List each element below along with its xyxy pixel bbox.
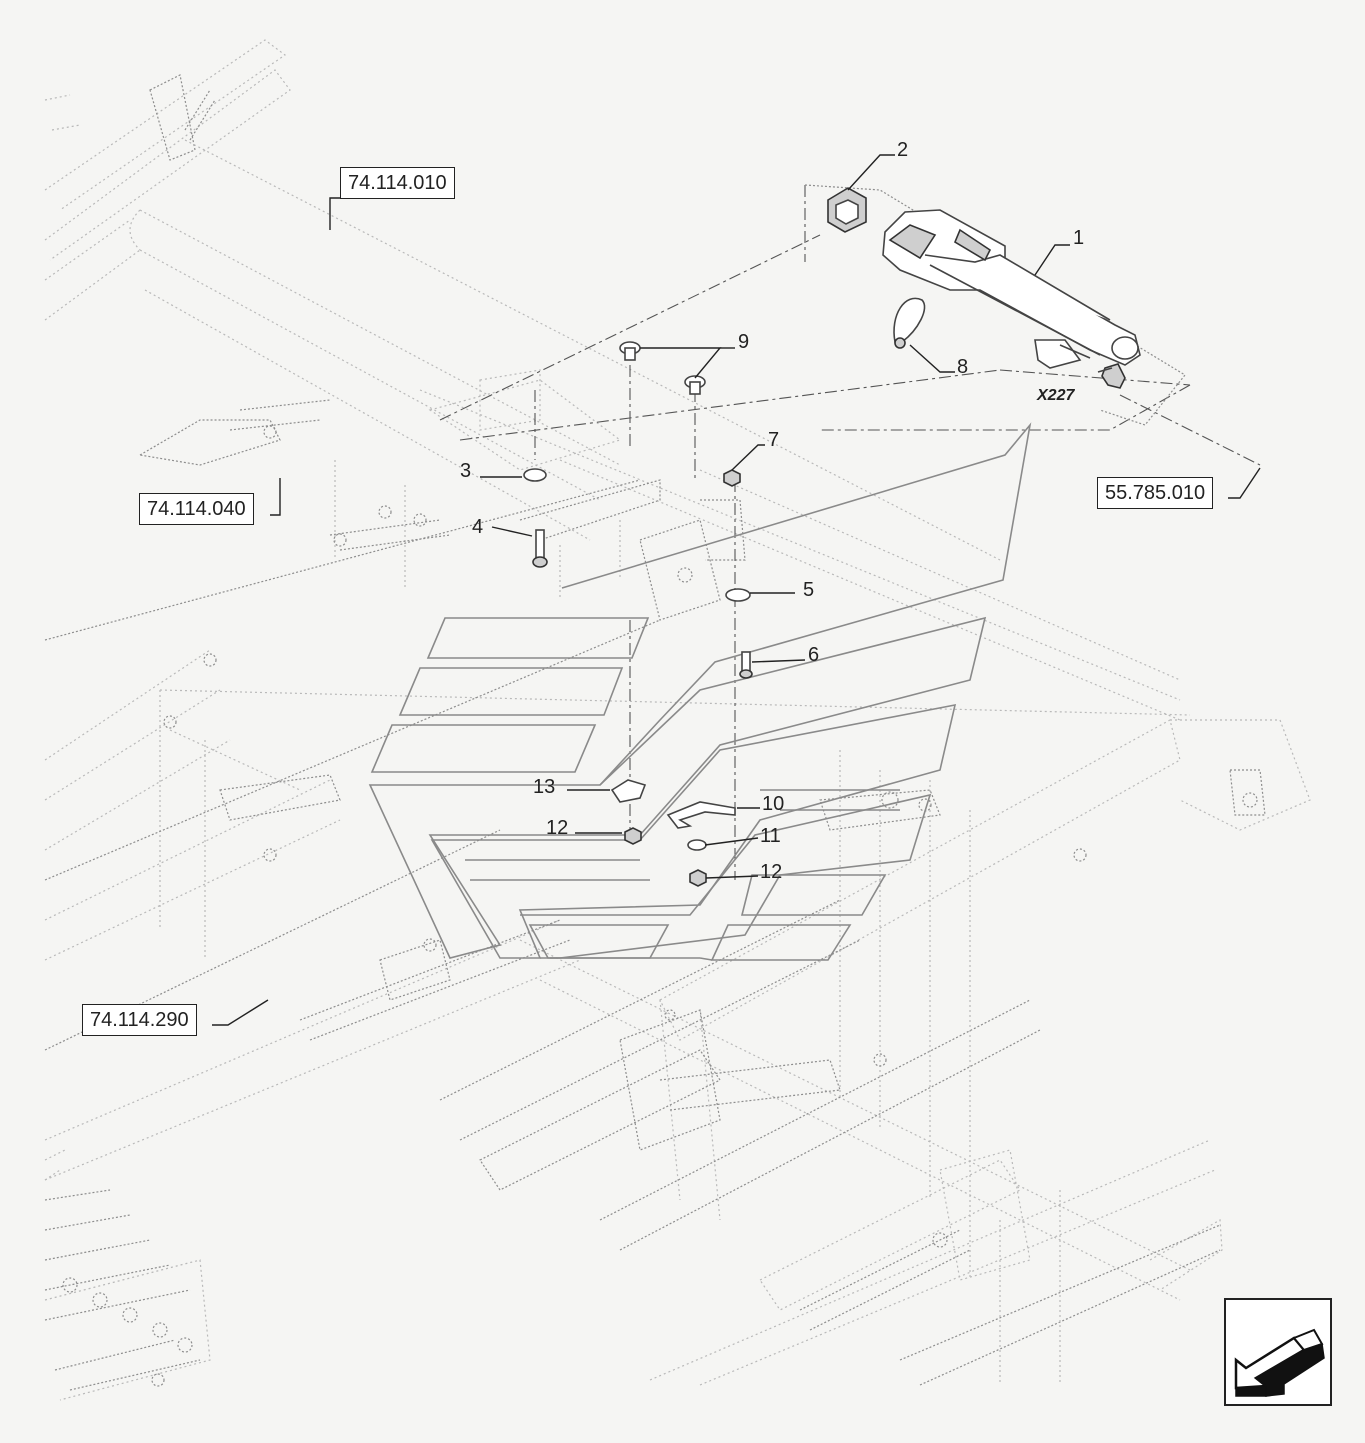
callout-6: 6: [808, 644, 819, 666]
washer-part-5: [725, 588, 751, 602]
decal-panels: [368, 422, 1032, 961]
clip-part-13: [610, 779, 647, 803]
nut-part-12b: [689, 869, 707, 887]
callout-1: 1: [1073, 227, 1084, 249]
reference-link-74-114-040[interactable]: 74.114.040: [139, 493, 254, 525]
callout-5: 5: [803, 579, 814, 601]
electric-actuator-part-1: [882, 209, 1141, 369]
back-arrow-glyph: [1234, 1328, 1325, 1397]
bolt-part-4: [532, 529, 548, 568]
leader-lines: [212, 154, 1261, 1026]
hardware-parts: [523, 341, 753, 887]
connector-x227: [1097, 363, 1126, 389]
reference-link-55-785-010[interactable]: 55.785.010: [1097, 477, 1214, 509]
callout-4: 4: [472, 516, 483, 538]
callout-13: 13: [533, 776, 555, 798]
callout-3: 3: [460, 460, 471, 482]
callout-labels: 1 2 3 4 5 6 7 8 9 10 11 12 12 13 X227: [460, 139, 1084, 883]
callout-2: 2: [897, 139, 908, 161]
callout-11: 11: [760, 825, 781, 847]
reference-link-74-114-010[interactable]: 74.114.010: [340, 167, 455, 199]
cable-tie-part-8: [893, 297, 926, 349]
machine-frame-ghost: [44, 39, 1311, 1401]
washer-part-11: [687, 839, 707, 851]
connector-label: X227: [1036, 387, 1075, 404]
clevis-pin-part-9a: [619, 341, 641, 361]
mounting-bracket-part-2: [827, 187, 867, 233]
actuator-assembly: [804, 184, 1186, 426]
callout-9: 9: [738, 331, 749, 353]
nut-part-12a: [624, 827, 642, 845]
washer-part-3: [523, 468, 547, 482]
callout-8: 8: [957, 356, 968, 378]
assembly-centerlines: [439, 185, 1261, 880]
nut-part-7: [723, 469, 741, 487]
callout-12a: 12: [546, 817, 568, 839]
bracket-part-10: [666, 801, 736, 829]
clevis-pin-part-9b: [684, 375, 706, 395]
callout-7: 7: [768, 429, 779, 451]
back-arrow-icon[interactable]: [1224, 1298, 1332, 1406]
bolt-part-6: [739, 651, 753, 679]
callout-12b: 12: [760, 861, 782, 883]
callout-10: 10: [762, 793, 784, 815]
reference-link-74-114-290[interactable]: 74.114.290: [82, 1004, 197, 1036]
